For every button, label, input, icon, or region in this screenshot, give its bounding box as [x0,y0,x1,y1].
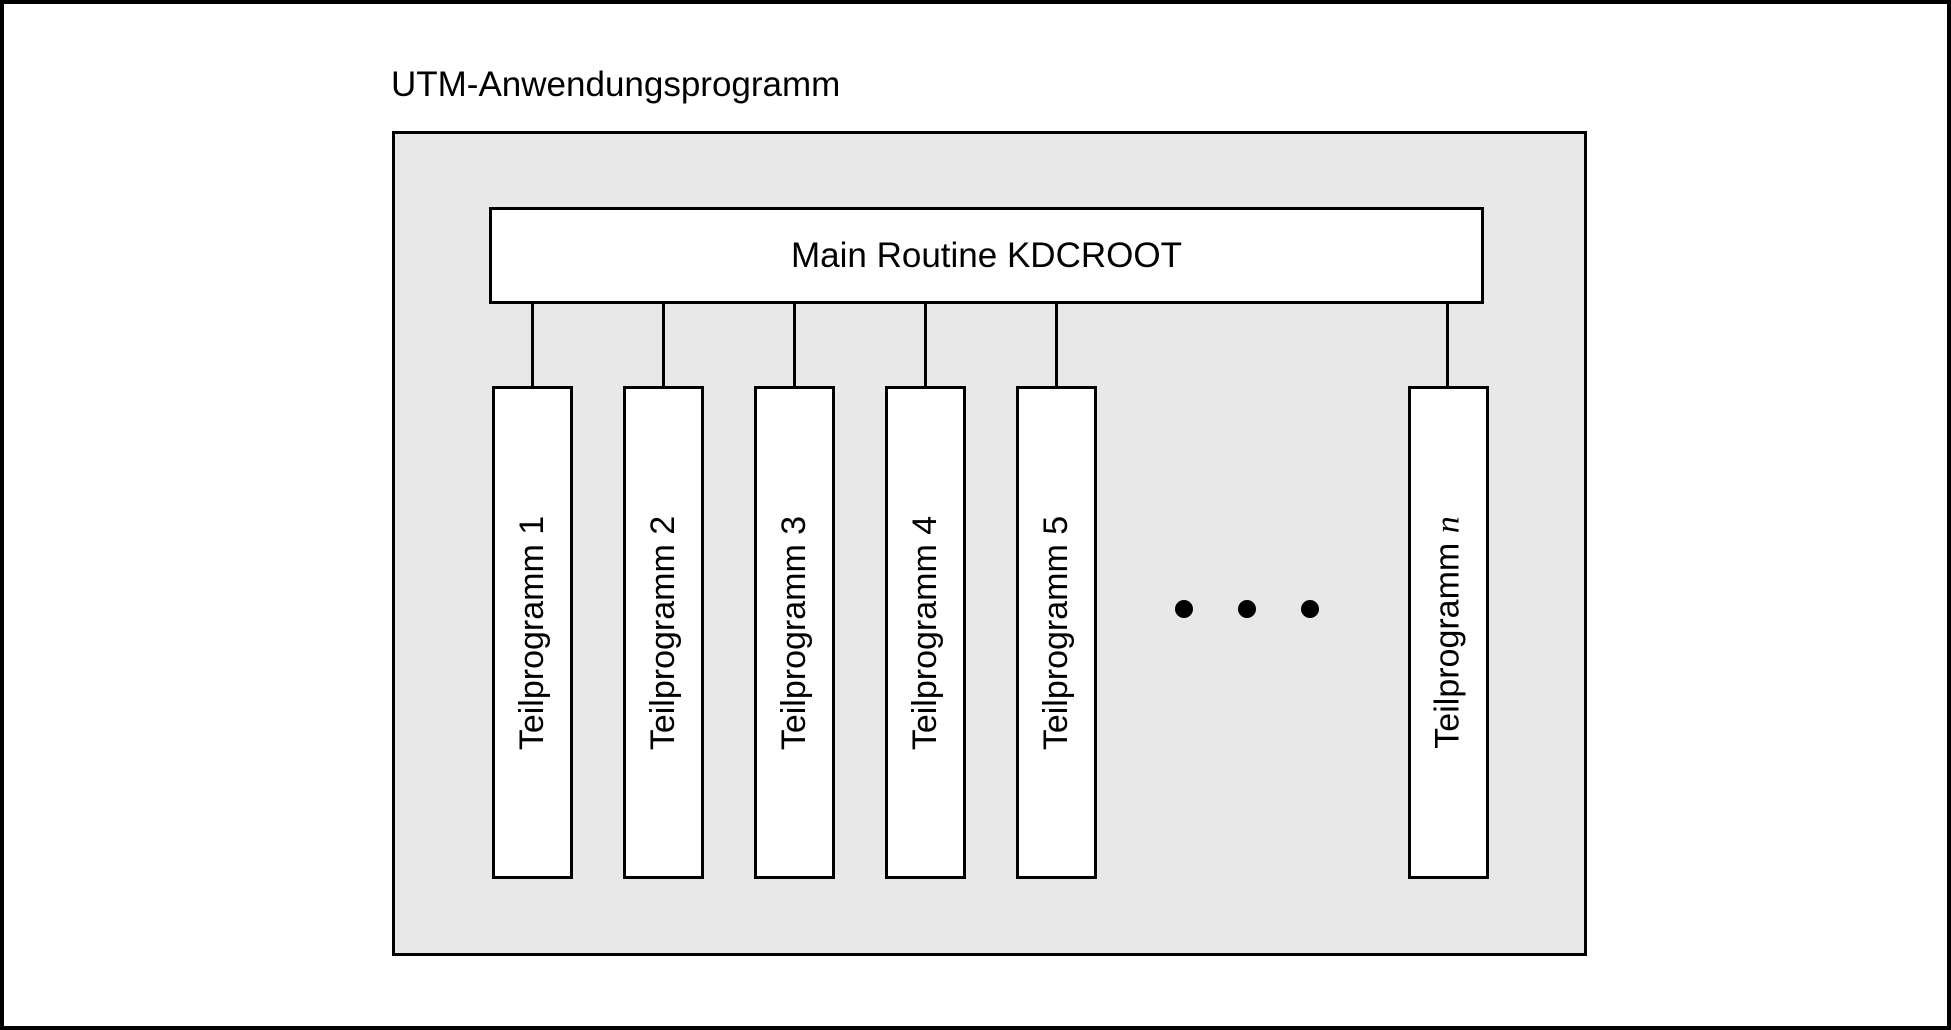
main-routine-label: Main Routine KDCROOT [791,235,1182,275]
subprogram-box-3: Teilprogramm 3 [754,386,835,879]
subprogram-label-n: Teilprogramm n [1429,516,1467,749]
ellipsis-dot-icon [1301,600,1319,618]
subprogram-box-5: Teilprogramm 5 [1016,386,1097,879]
connector-line-2 [662,304,665,386]
subprogram-label-2: Teilprogramm 2 [644,515,683,750]
ellipsis-dots [1175,600,1319,618]
subprogram-box-4: Teilprogramm 4 [885,386,966,879]
subprogram-label-5: Teilprogramm 5 [1037,515,1076,750]
subprogram-box-1: Teilprogramm 1 [492,386,573,879]
connector-line-4 [924,304,927,386]
subprogram-label-4: Teilprogramm 4 [906,515,945,750]
subprogram-label-3: Teilprogramm 3 [775,515,814,750]
ellipsis-dot-icon [1238,600,1256,618]
subprogram-label-1: Teilprogramm 1 [513,515,552,750]
subprogram-box-2: Teilprogramm 2 [623,386,704,879]
connector-line-5 [1055,304,1058,386]
subprogram-box-n: Teilprogramm n [1408,386,1489,879]
utm-application-panel: Main Routine KDCROOT Teilprogramm 1 Teil… [392,131,1587,956]
connector-line-n [1446,304,1449,386]
connector-line-3 [793,304,796,386]
diagram-title: UTM-Anwendungsprogramm [391,65,841,104]
ellipsis-dot-icon [1175,600,1193,618]
main-routine-box: Main Routine KDCROOT [489,207,1484,304]
connector-line-1 [531,304,534,386]
